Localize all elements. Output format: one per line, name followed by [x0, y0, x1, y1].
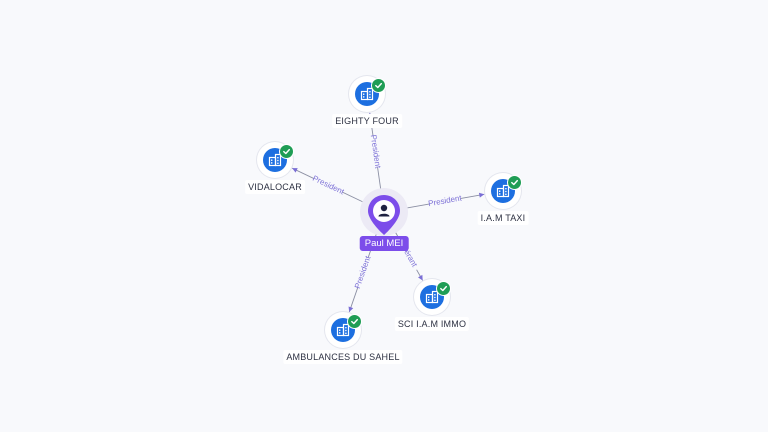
- arrow-icon: [418, 274, 423, 281]
- check-icon: [279, 144, 294, 159]
- company-name[interactable]: I.A.M TAXI: [477, 211, 529, 225]
- person-icon: [368, 195, 400, 235]
- edge: President: [367, 112, 383, 191]
- company-name[interactable]: EIGHTY FOUR: [332, 114, 402, 128]
- check-icon: [371, 78, 386, 93]
- company-name[interactable]: SCI I.A.M IMMO: [394, 317, 470, 331]
- check-icon: [347, 314, 362, 329]
- arrow-icon: [348, 306, 354, 313]
- arrow-icon: [292, 168, 298, 173]
- edge: President: [405, 192, 485, 209]
- company-name[interactable]: AMBULANCES DU SAHEL: [283, 350, 403, 364]
- edge-label: President: [353, 254, 373, 290]
- company-name[interactable]: VIDALOCAR: [245, 180, 305, 194]
- check-icon: [507, 175, 522, 190]
- building-icon: [491, 179, 515, 203]
- edge-label-background: [368, 134, 383, 169]
- arrow-icon: [478, 192, 485, 198]
- edge-label-background: [311, 173, 345, 197]
- person-name[interactable]: Paul MEI: [359, 236, 409, 251]
- edge-label-background: [353, 255, 373, 290]
- edge-label-background: [428, 193, 462, 209]
- check-icon: [436, 281, 451, 296]
